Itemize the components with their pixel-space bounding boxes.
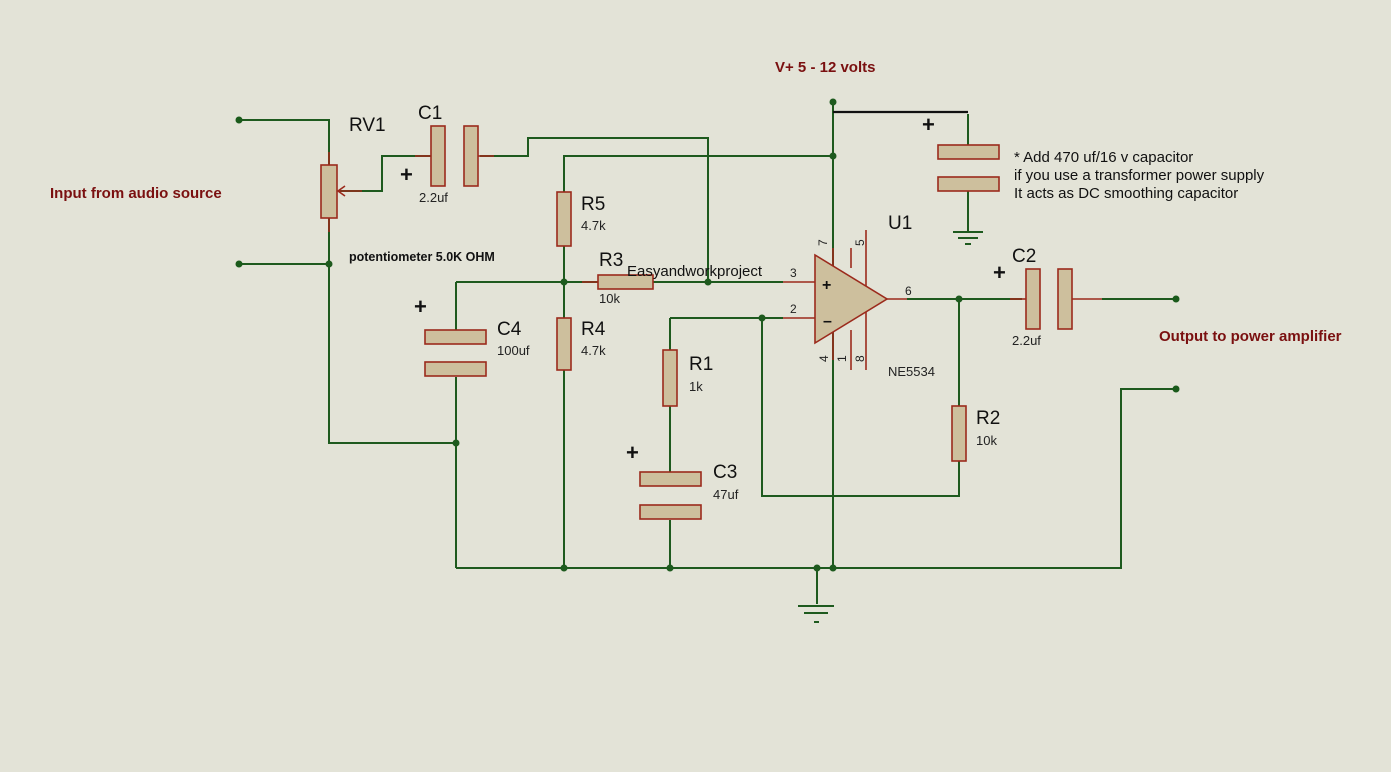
- c1-label: C1: [418, 103, 442, 124]
- pin-7-label: 7: [816, 239, 830, 246]
- note-line-3: It acts as DC smoothing capacitor: [1014, 185, 1238, 202]
- resistor-r1: R1 1k: [662, 349, 713, 407]
- capacitor-supply: +: [922, 112, 1000, 192]
- opamp-u1: + – 3 2 6 7 5 4 1 8 U1 NE5534: [783, 213, 935, 379]
- input-label: Input from audio source: [50, 185, 222, 202]
- capacitor-c1: C1 2.2uf +: [400, 103, 494, 205]
- capacitor-c2: C2 2.2uf +: [993, 246, 1102, 348]
- ground-symbol-supply: [953, 231, 983, 245]
- rv1-label: RV1: [349, 115, 386, 136]
- note-line-2: if you use a transformer power supply: [1014, 167, 1265, 184]
- opamp-noninv-sign: +: [822, 277, 831, 294]
- c4-value: 100uf: [497, 343, 530, 358]
- capacitor-c4: C4 100uf +: [414, 294, 530, 377]
- watermark-text: Easyandworkproject: [627, 263, 763, 280]
- r3-label: R3: [599, 250, 623, 271]
- resistor-r3: R3 10k: [582, 250, 654, 306]
- r1-value: 1k: [689, 379, 703, 394]
- potentiometer-description: potentiometer 5.0K OHM: [349, 250, 495, 264]
- r3-value: 10k: [599, 291, 620, 306]
- pin-8-label: 8: [853, 355, 867, 362]
- ground-symbol-main: [798, 605, 834, 623]
- r4-value: 4.7k: [581, 343, 606, 358]
- c2-value: 2.2uf: [1012, 333, 1041, 348]
- pin-2-label: 2: [790, 302, 797, 316]
- r4-label: R4: [581, 319, 606, 340]
- supply-voltage-label: V+ 5 - 12 volts: [775, 59, 875, 76]
- u1-value: NE5534: [888, 364, 935, 379]
- potentiometer-rv1: RV1: [320, 115, 386, 232]
- r2-value: 10k: [976, 433, 997, 448]
- pin-1-label: 1: [835, 355, 849, 362]
- c3-value: 47uf: [713, 487, 739, 502]
- resistor-r5: R5 4.7k: [556, 191, 606, 247]
- r1-label: R1: [689, 354, 713, 375]
- note-line-1: * Add 470 uf/16 v capacitor: [1014, 149, 1193, 166]
- opamp-inv-sign: –: [823, 313, 832, 330]
- pin-4-label: 4: [817, 355, 831, 362]
- c1-plus: +: [400, 162, 413, 187]
- u1-label: U1: [888, 213, 912, 234]
- pin-3-label: 3: [790, 266, 797, 280]
- supply-cap-plus: +: [922, 112, 935, 137]
- c3-label: C3: [713, 462, 737, 483]
- pin-5-label: 5: [853, 239, 867, 246]
- c2-plus: +: [993, 260, 1006, 285]
- c4-plus: +: [414, 294, 427, 319]
- pin-6-label: 6: [905, 284, 912, 298]
- c1-value: 2.2uf: [419, 190, 448, 205]
- junction-dots: [235, 98, 1180, 572]
- output-label: Output to power amplifier: [1159, 328, 1342, 345]
- resistor-r4: R4 4.7k: [556, 317, 606, 371]
- capacitor-c3: C3 47uf +: [626, 440, 739, 520]
- r2-label: R2: [976, 408, 1000, 429]
- resistor-r2: R2 10k: [951, 405, 1000, 462]
- c4-label: C4: [497, 319, 522, 340]
- c3-plus: +: [626, 440, 639, 465]
- r5-label: R5: [581, 194, 605, 215]
- c2-label: C2: [1012, 246, 1036, 267]
- r5-value: 4.7k: [581, 218, 606, 233]
